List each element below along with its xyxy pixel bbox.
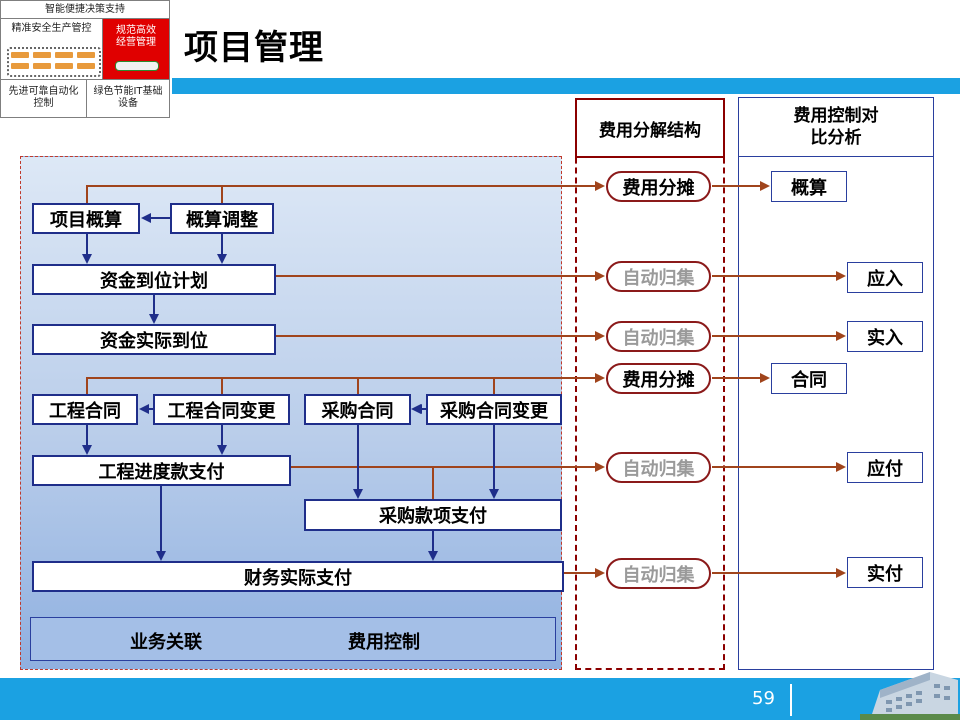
cost-allocation-oval-2: 费用分摊 [606, 363, 711, 394]
eng-contract-box: 工程合同 [32, 394, 138, 425]
received-box: 实入 [847, 321, 923, 352]
purchase-contract-change-box: 采购合同变更 [426, 394, 562, 425]
estimate-adjust-box: 概算调整 [170, 203, 274, 234]
auto-collect-oval-1: 自动归集 [606, 261, 711, 292]
receivable-box: 应入 [847, 262, 923, 293]
auto-collect-oval-4: 自动归集 [606, 558, 711, 589]
building-image [860, 650, 960, 720]
eng-contract-change-box: 工程合同变更 [153, 394, 290, 425]
page-number: 59 [752, 688, 775, 709]
auto-collect-oval-3: 自动归集 [606, 452, 711, 483]
cost-allocation-oval-1: 费用分摊 [606, 171, 711, 202]
paid-box: 实付 [847, 557, 923, 588]
purchase-contract-box: 采购合同 [304, 394, 411, 425]
estimate-result-box: 概算 [771, 171, 847, 202]
contract-result-box: 合同 [771, 363, 847, 394]
page-separator [790, 684, 792, 716]
purchase-pay-box: 采购款项支付 [304, 499, 562, 531]
eng-progress-pay-box: 工程进度款支付 [32, 455, 291, 486]
legend [30, 617, 556, 661]
finance-pay-box: 财务实际支付 [32, 561, 564, 592]
footer-bar [0, 678, 960, 720]
fund-plan-box: 资金到位计划 [32, 264, 276, 295]
auto-collect-oval-2: 自动归集 [606, 321, 711, 352]
legend-cost-label: 费用控制 [348, 628, 420, 654]
fund-actual-box: 资金实际到位 [32, 324, 276, 355]
project-estimate-box: 项目概算 [32, 203, 140, 234]
payable-box: 应付 [847, 452, 923, 483]
legend-business-label: 业务关联 [130, 628, 202, 654]
